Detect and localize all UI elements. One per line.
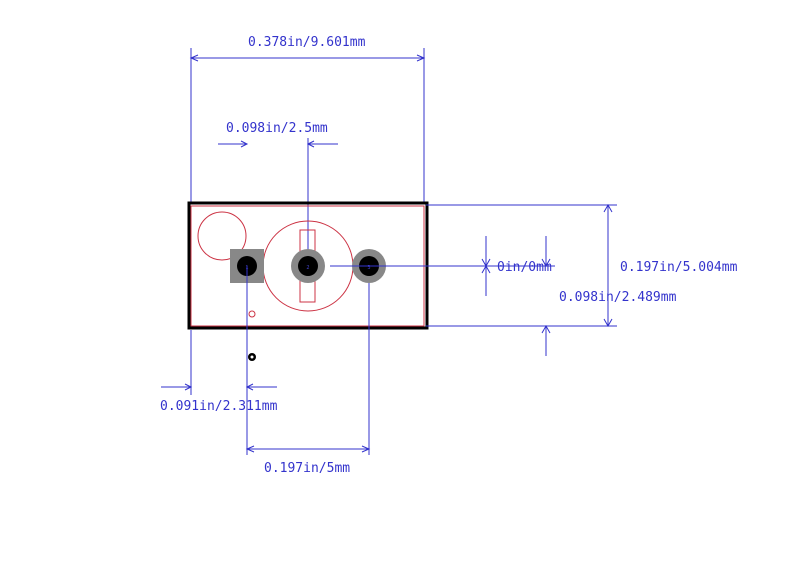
dim-overall-height: [426, 203, 617, 328]
dim-pin-pitch-label: 0.098in/2.5mm: [226, 121, 328, 136]
arrow-up-icon: [603, 203, 613, 213]
arrow-right-icon: [240, 140, 249, 148]
arrow-down-icon: [541, 258, 551, 268]
arrow-down-icon: [603, 318, 613, 328]
pad-label: 2: [306, 265, 309, 271]
mounting-circle: [197, 211, 247, 261]
dim-pad-row-height-label: 0.098in/2.489mm: [559, 290, 677, 305]
dim-pin1-to-pin3: [245, 283, 371, 455]
pin1-marker-icon: [248, 353, 256, 361]
dim-overall-width-label: 0.378in/9.601mm: [248, 35, 366, 50]
pad-label: 3: [367, 265, 370, 271]
dim-vertical-offset-label: 0in/0mm: [497, 260, 552, 275]
arrow-right-icon: [184, 383, 193, 391]
arrow-up-icon: [481, 264, 491, 274]
pad-2: 2: [291, 249, 325, 283]
arrow-left-icon: [189, 54, 199, 62]
dim-vertical-offset: [330, 236, 555, 296]
arrow-right-icon: [416, 54, 426, 62]
arrow-left-icon: [245, 383, 254, 391]
dim-overall-width: [189, 48, 426, 202]
drill-hole: [298, 256, 318, 276]
dim-pad-row-height: [541, 236, 551, 356]
dim-body-edge-to-pin1: [161, 266, 277, 455]
dim-overall-height-label: 0.197in/5.004mm: [620, 260, 738, 275]
dim-body-edge-to-pin1-label: 0.091in/2.311mm: [160, 399, 278, 414]
pin1-silk-dot: [248, 310, 256, 318]
dim-pin1-to-pin3-label: 0.197in/5mm: [264, 461, 350, 476]
arrow-left-icon: [245, 445, 255, 453]
arrow-right-icon: [361, 445, 371, 453]
